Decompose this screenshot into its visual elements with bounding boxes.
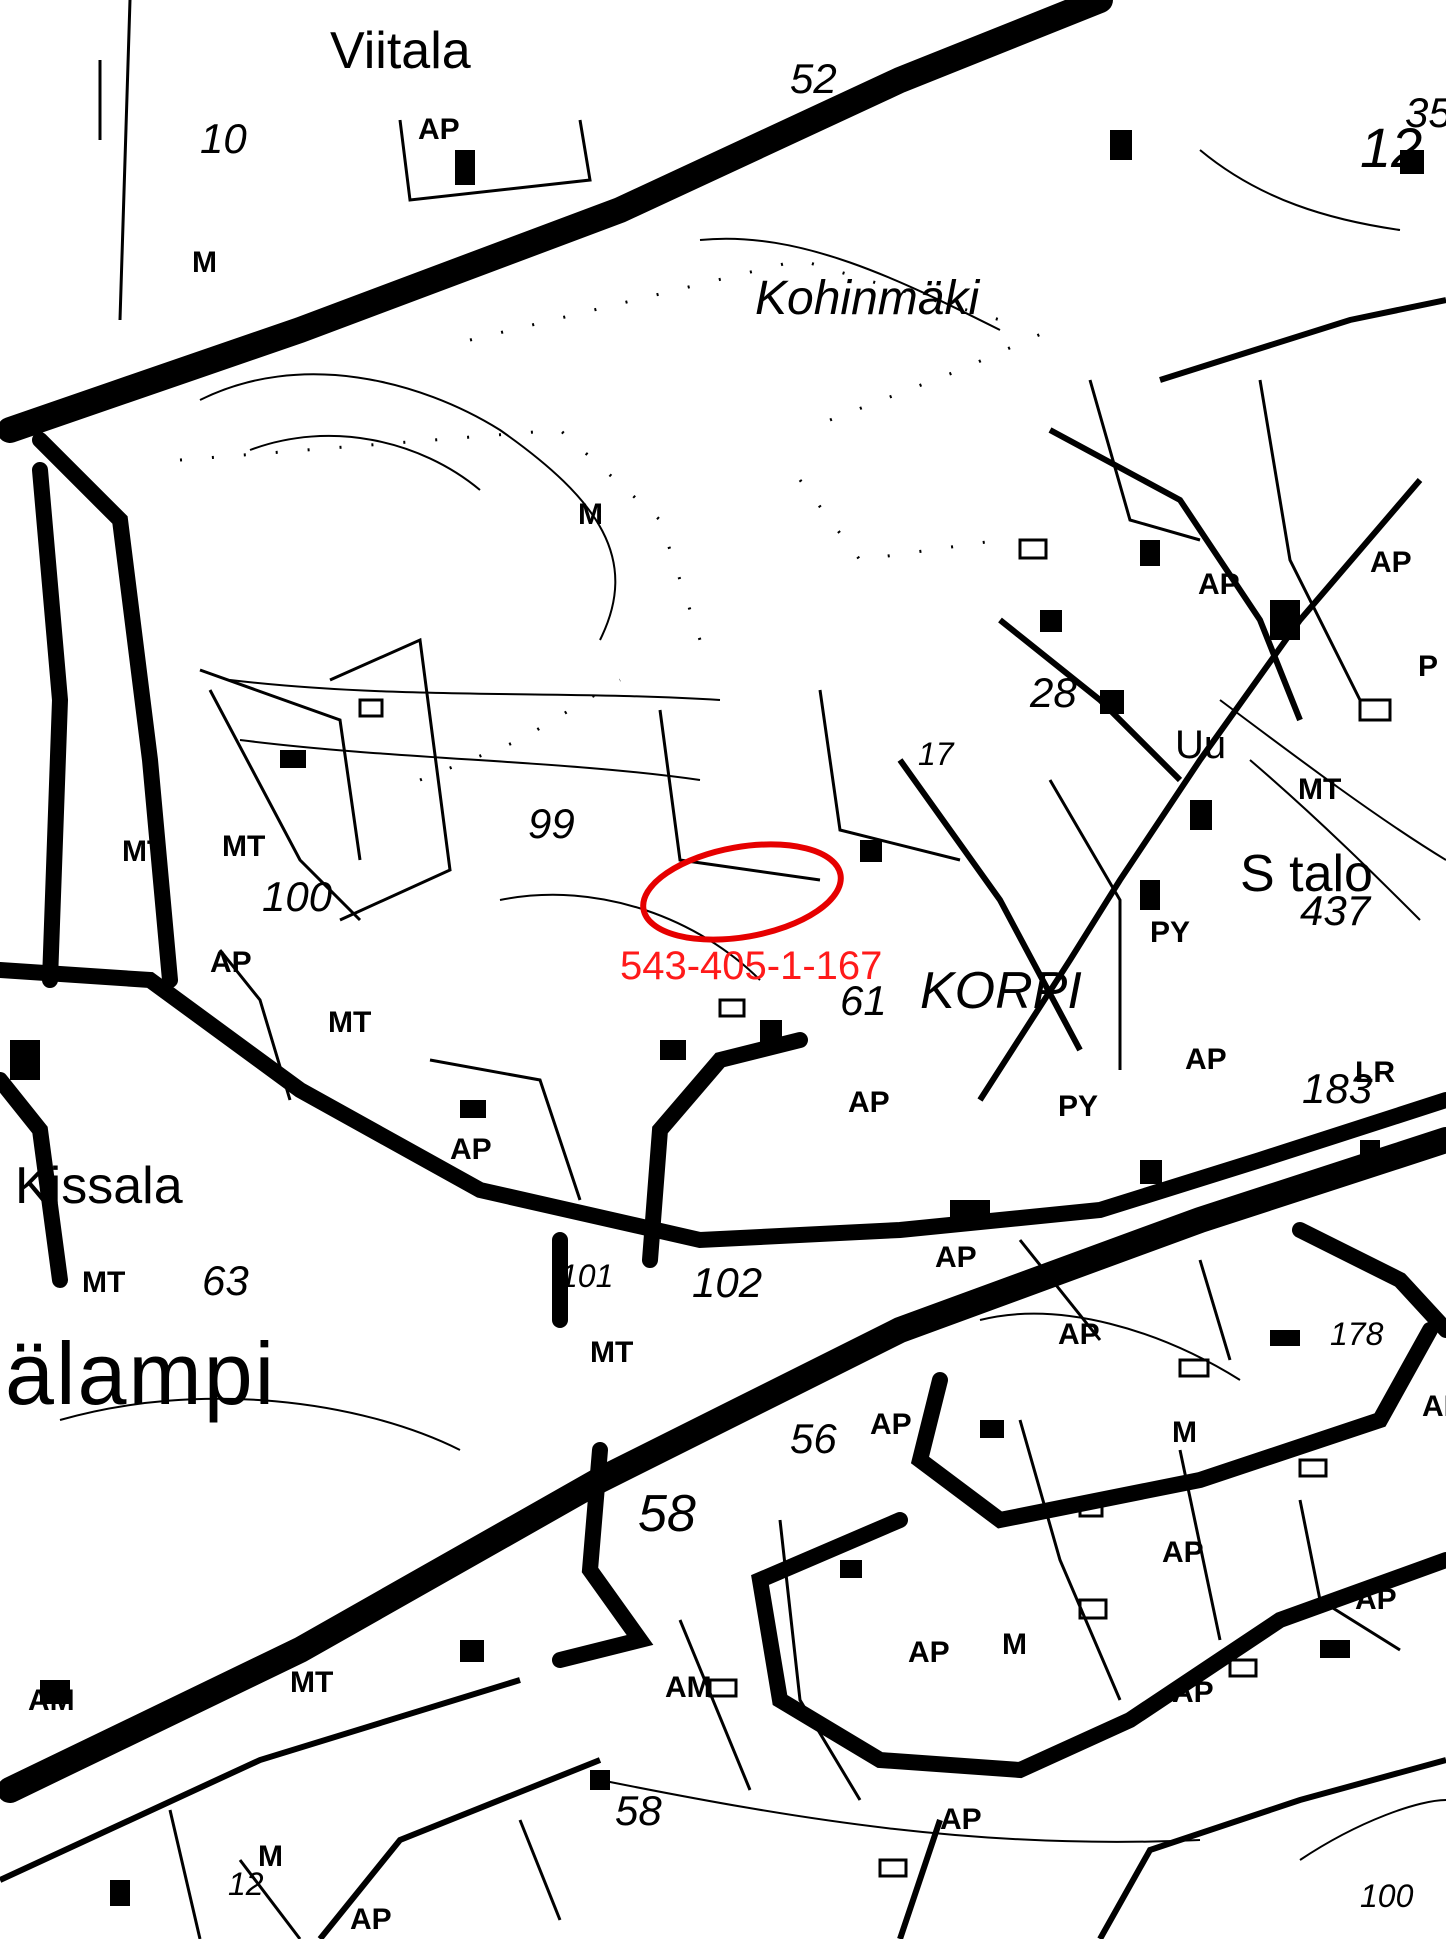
elevation-label: 100 (262, 873, 333, 920)
zone-label: MT (290, 1666, 334, 1699)
zone-label: AP (350, 1903, 392, 1936)
elevation-label: 63 (202, 1257, 249, 1304)
elevation-label: 61 (840, 977, 887, 1024)
parcel-boundaries (98, 0, 1401, 1939)
zone-label: AM (665, 1671, 712, 1704)
zone-label: MT (328, 1006, 372, 1039)
zone-label: M (1172, 1416, 1197, 1449)
zone-label: AP (1172, 1676, 1214, 1709)
place-name-kohinmaki: Kohinmäki (755, 272, 980, 325)
elevation-label: 10 (200, 115, 247, 162)
zone-label: AP (450, 1133, 492, 1166)
zone-label: P (1418, 650, 1439, 683)
elevation-label: 178 (1330, 1316, 1384, 1352)
place-name-alampi: älampi (5, 1324, 277, 1423)
building-outlines (358, 538, 1392, 1878)
zone-label: AP (1162, 1536, 1204, 1569)
secondary-roads (0, 432, 1446, 1779)
elevation-label: 56 (790, 1415, 837, 1462)
parcel-highlight-ellipse[interactable] (636, 830, 849, 953)
main-roads (0, 0, 1446, 1803)
zone-label: AP (935, 1241, 977, 1274)
zone-label: AP (908, 1636, 950, 1669)
zone-label: AP (870, 1408, 912, 1441)
zone-label: M (1002, 1628, 1027, 1661)
zone-label: MT (1298, 773, 1342, 806)
zone-label: MT (590, 1336, 634, 1369)
zone-label: AP (940, 1803, 982, 1836)
elevation-label: 58 (615, 1787, 662, 1834)
buildings (10, 130, 1424, 1906)
dotted-trail (179, 258, 1051, 782)
zone-label: AM (28, 1684, 75, 1717)
zone-label: AP (1355, 1583, 1397, 1616)
road-edges (0, 297, 1446, 1939)
elevation-label: 58 (638, 1485, 696, 1543)
zone-label: M (192, 246, 217, 279)
parcel-id-label: 543-405-1-167 (620, 944, 883, 988)
place-name-s-talo: S talo (1240, 845, 1373, 903)
zone-label: LR (1355, 1056, 1395, 1089)
elevation-label: 100 (1360, 1878, 1414, 1914)
zone-label: PY (1150, 916, 1191, 949)
elevation-label: 52 (790, 55, 837, 102)
elevation-label: 35 (1405, 89, 1446, 136)
zone-label: AP (1185, 1043, 1227, 1076)
elevation-label: 99 (528, 800, 575, 847)
elevation-label: 101 (560, 1258, 614, 1294)
place-name-korpi: KORPI (920, 962, 1082, 1020)
elevation-label: 102 (692, 1259, 763, 1306)
place-name-kissala: Kissala (15, 1157, 183, 1215)
zone-label: AP (1198, 568, 1240, 601)
zone-label: M (578, 498, 603, 531)
elevation-label: 12 (228, 1866, 264, 1902)
contour-lines (59, 149, 1446, 1861)
zone-label: AP (1422, 1390, 1446, 1423)
place-name-uu: Uu (1175, 723, 1227, 767)
zone-label: MT (222, 830, 266, 863)
zone-label: AP (1058, 1318, 1100, 1351)
zone-label: PY (1058, 1090, 1099, 1123)
elevation-label: 28 (1030, 669, 1077, 716)
zone-label: AP (848, 1086, 890, 1119)
elevation-label: 17 (918, 736, 954, 772)
elevation-label: 437 (1300, 887, 1371, 934)
zone-label: MT (122, 835, 166, 868)
elevation-label: 12 (1360, 116, 1423, 179)
zone-label: M (258, 1840, 283, 1873)
zone-label: MT (82, 1266, 126, 1299)
place-name-viitala: Viitala (330, 22, 471, 80)
elevation-label: 183 (1302, 1065, 1373, 1112)
zone-label: AP (1370, 546, 1412, 579)
zone-label: AP (210, 946, 252, 979)
zone-label: AP (418, 113, 460, 146)
